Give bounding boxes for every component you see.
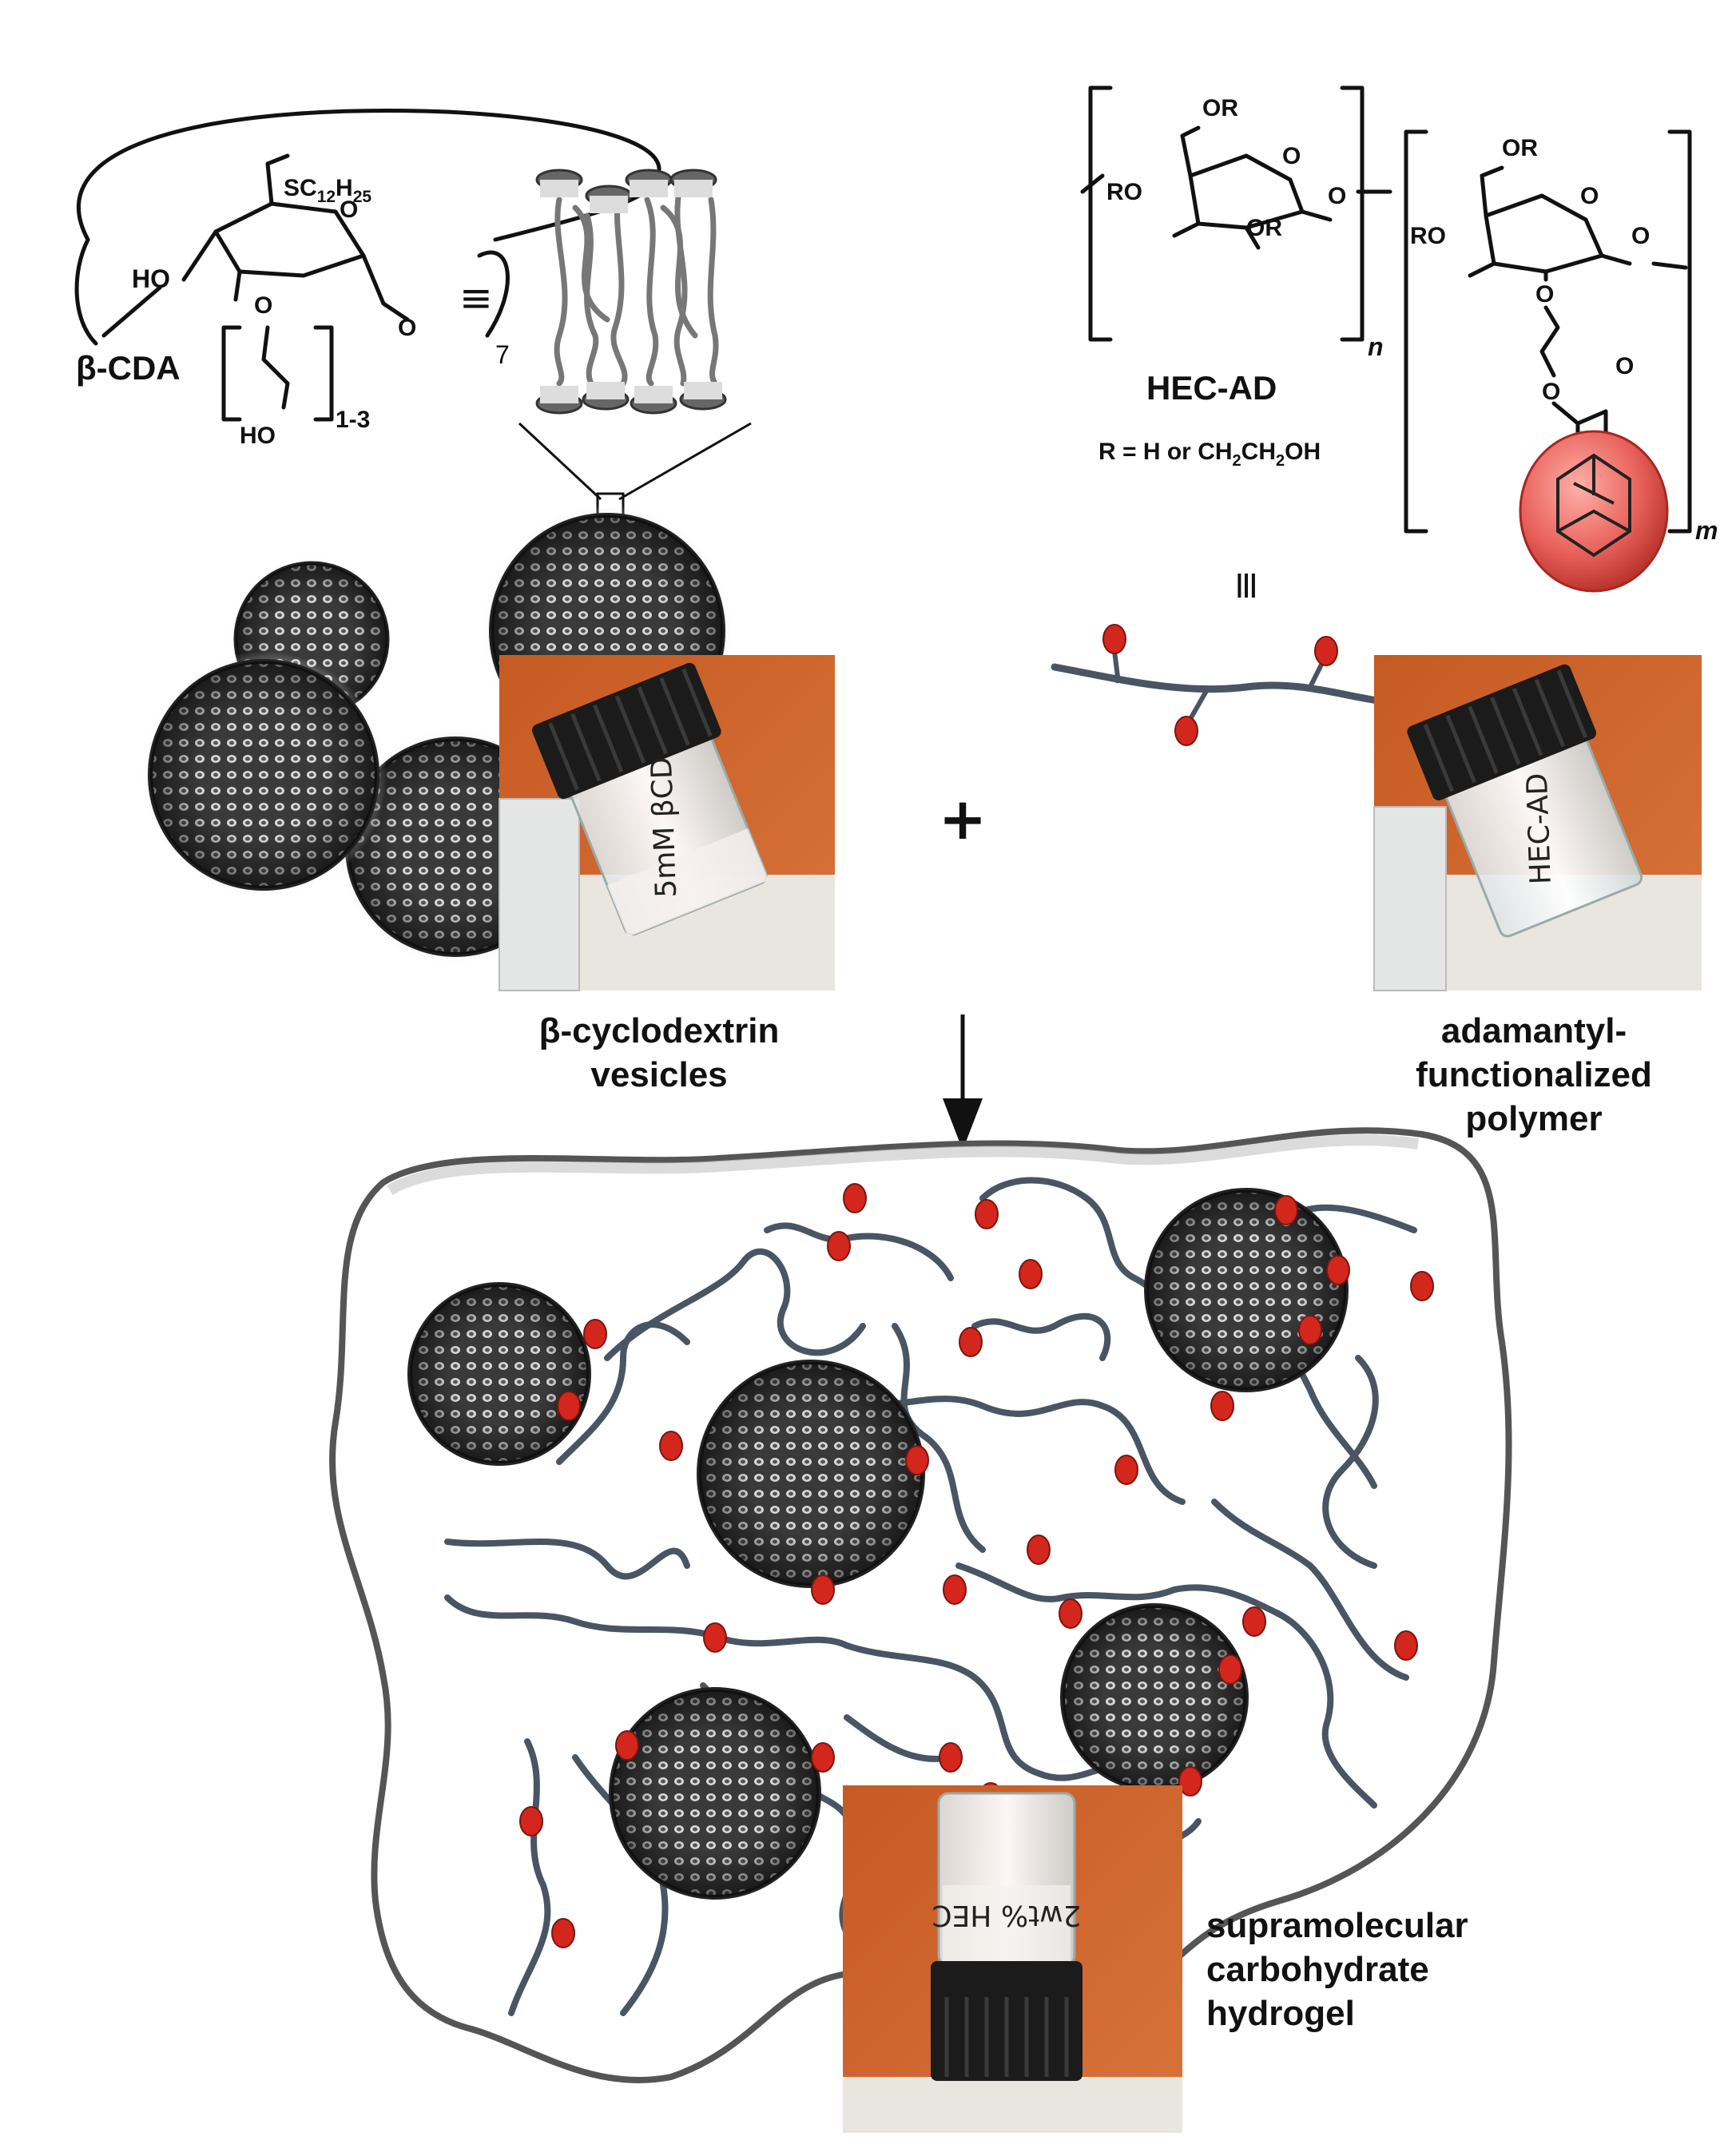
- svg-text:O: O: [1631, 223, 1650, 249]
- vesicle-vial-photo: 5mM βCD: [499, 655, 835, 991]
- svg-text:OR: OR: [1502, 135, 1538, 161]
- subscript-n: n: [1368, 332, 1384, 361]
- svg-text:β-cyclodextrin: β-cyclodextrin: [539, 1011, 780, 1050]
- caption-vesicles: β-cyclodextrin vesicles: [539, 1011, 780, 1094]
- svg-text:carbohydrate: carbohydrate: [1206, 1950, 1429, 1989]
- svg-text:O: O: [1615, 353, 1634, 379]
- adamantyl-bead: [1102, 624, 1126, 654]
- adamantyl-bead: [1314, 636, 1338, 666]
- svg-text:functionalized: functionalized: [1416, 1055, 1652, 1094]
- svg-text:RO: RO: [1106, 179, 1142, 205]
- plus-symbol: +: [939, 785, 987, 852]
- beta-cda-name: β-CDA: [76, 349, 181, 387]
- svg-text:O: O: [1535, 281, 1554, 308]
- svg-text:polymer: polymer: [1465, 1099, 1602, 1138]
- svg-text:O: O: [1328, 183, 1346, 209]
- vesicle-vial-label: 5mM βCD: [646, 756, 683, 899]
- hydrogel-vial-label: 2wt% HEC: [932, 1899, 1081, 1932]
- adamantane-sphere-icon: [1519, 430, 1669, 593]
- equivalent-symbol-right: ≡: [1225, 570, 1269, 602]
- svg-text:OR: OR: [1246, 215, 1282, 241]
- o-link-text: O: [254, 292, 272, 319]
- ring-count-text: 7: [495, 340, 510, 369]
- sc12h25-text: SC12H25: [284, 175, 371, 206]
- gel-adamantyl-beads: [519, 1183, 1434, 1948]
- hydrogel-vial-photo: 2wt% HEC: [843, 1785, 1182, 2133]
- hec-ad-name: HEC-AD: [1146, 369, 1277, 407]
- svg-text:RO: RO: [1410, 223, 1446, 249]
- subscript-m: m: [1695, 516, 1718, 545]
- hec-ad-structure: [1080, 85, 1692, 534]
- caption-polymer: adamantyl- functionalized polymer: [1416, 1011, 1652, 1138]
- adamantyl-bead: [1174, 716, 1198, 746]
- r-definition: R = H or CH2CH2OH: [1098, 439, 1321, 470]
- terminal-ho-text: HO: [240, 423, 276, 449]
- reaction-arrow: [943, 1014, 983, 1150]
- caption-hydrogel: supramolecular carbohydrate hydrogel: [1206, 1906, 1468, 2033]
- svg-text:hydrogel: hydrogel: [1206, 1994, 1355, 2033]
- svg-text:O: O: [1282, 143, 1301, 169]
- polymer-vial-label: HEC-AD: [1521, 772, 1558, 885]
- repeat-count-text: 1-3: [336, 407, 370, 433]
- svg-text:adamantyl-: adamantyl-: [1441, 1011, 1627, 1050]
- polymer-vial-photo: HEC-AD: [1373, 655, 1702, 991]
- bilayer-schematic-icon: [535, 169, 727, 415]
- svg-text:vesicles: vesicles: [590, 1055, 727, 1094]
- ho-text: HO: [132, 264, 170, 293]
- ring-o-text: O: [340, 197, 358, 223]
- polymer-chain-schematic: [1051, 624, 1410, 746]
- svg-text:OR: OR: [1202, 95, 1238, 121]
- svg-text:supramolecular: supramolecular: [1206, 1906, 1468, 1945]
- equivalent-symbol-left: ≡: [459, 275, 493, 321]
- hec-ad-atom-labels: OR O RO OR O OR O RO O O O O: [1106, 95, 1650, 405]
- svg-text:O: O: [1580, 183, 1599, 209]
- svg-text:O: O: [1542, 379, 1560, 405]
- glycosidic-o-text: O: [398, 315, 416, 341]
